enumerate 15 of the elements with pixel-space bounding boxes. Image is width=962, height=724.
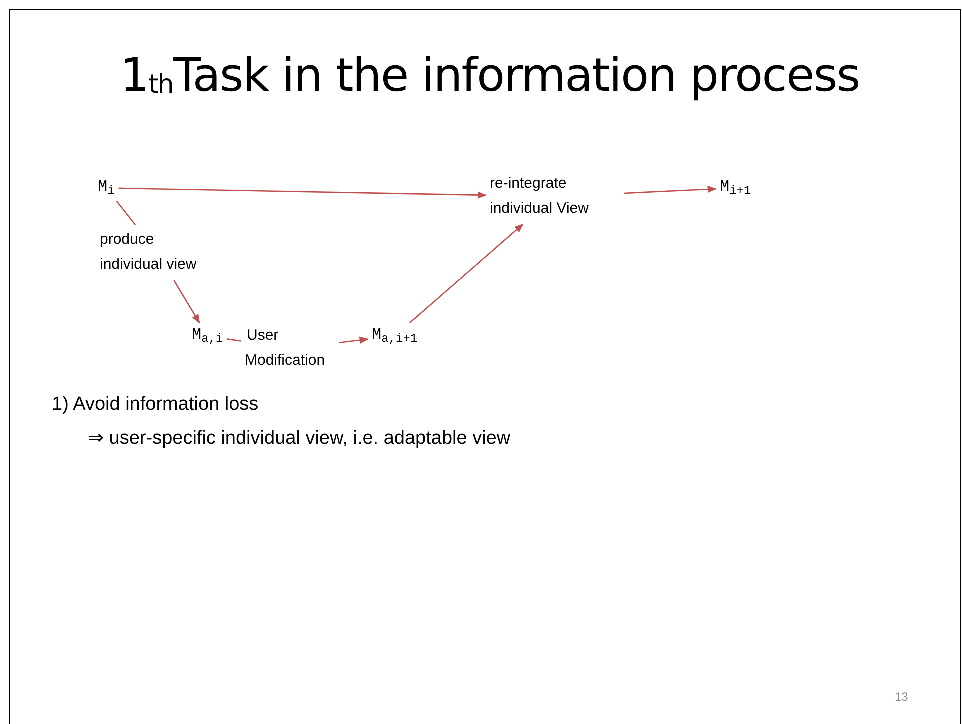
model-label: M$_{a,i+1}$ [372, 326, 418, 346]
process-label: User Modification [245, 326, 326, 371]
note-text: 1) Avoid information loss [52, 394, 259, 416]
model-label: M$_{a,i}$ [192, 326, 224, 346]
model-label: M$_{i+1}$ [720, 178, 752, 198]
arrow [410, 224, 524, 324]
process-label: produce individual view [100, 230, 198, 275]
note-text: ⇒ user-specific individual view, i.e. adaptable view [88, 427, 511, 450]
arrow [118, 188, 487, 199]
arrow [624, 186, 717, 194]
model-label: M$_{i}$ [98, 178, 115, 198]
page-number: 13 [895, 690, 908, 704]
process-label: re-integrate individual View [490, 174, 590, 219]
arrow [338, 336, 369, 344]
arrow [174, 280, 200, 324]
